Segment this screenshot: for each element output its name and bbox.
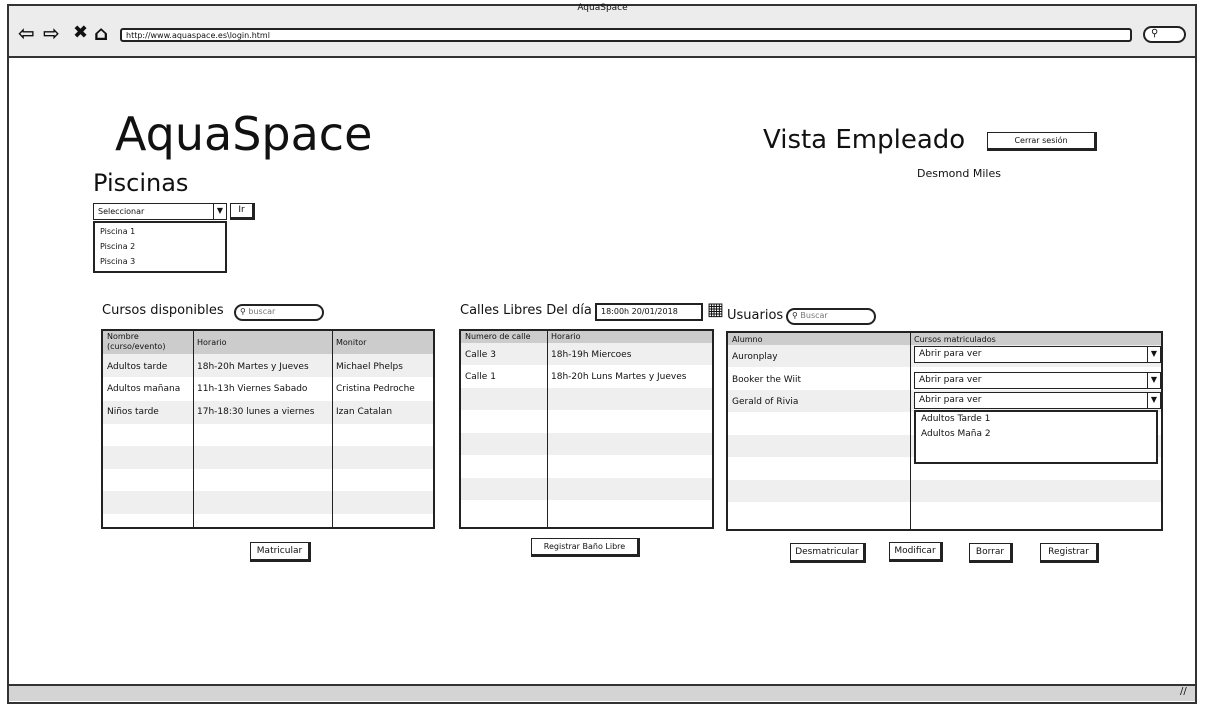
forward-icon[interactable]: ⇨ [43,21,60,45]
url-bar[interactable]: http://www.aquaspace.es\login.html [120,28,1132,42]
chevron-down-icon[interactable]: ▼ [1147,373,1160,388]
column-header[interactable]: Nombre (curso/evento) [107,332,166,351]
go-button[interactable]: Ir [230,203,255,220]
enrolled-courses-value: Abrir para ver [919,375,982,385]
table-cell[interactable]: Niños tarde [107,407,159,417]
back-icon[interactable]: ⇦ [18,21,35,45]
table-cell[interactable]: Calle 3 [465,350,496,360]
enrolled-courses-select[interactable]: Abrir para ver ▼ [914,346,1161,363]
browser-search-button[interactable]: ⚲ [1143,26,1186,43]
column-header[interactable]: Numero de calle [465,332,531,341]
logout-button[interactable]: Cerrar sesión [987,132,1097,151]
table-cell[interactable]: Adultos tarde [107,362,168,372]
column-header[interactable]: Horario [197,338,227,347]
pool-select-value: Seleccionar [98,207,145,216]
table-cell[interactable]: 18h-19h Miercoes [551,350,632,360]
table-cell[interactable]: 18h-20h Martes y Jueves [197,362,309,372]
register-button[interactable]: Registrar [1040,543,1099,563]
chevron-down-icon[interactable]: ▼ [213,204,226,219]
pool-options-list: Piscina 1 Piscina 2 Piscina 3 [93,221,227,273]
users-search-input[interactable]: ⚲ Buscar [786,308,876,325]
courses-table: Nombre (curso/evento) Horario Monitor Ad… [101,329,435,529]
home-icon[interactable]: ⌂ [94,21,109,45]
users-table: Alumno Cursos matriculados Auronplay Abr… [726,331,1163,531]
table-header [103,331,433,354]
table-cell[interactable]: Booker the Wiit [732,375,802,385]
courses-heading: Cursos disponibles [102,303,224,318]
column-header[interactable]: Monitor [336,338,367,347]
column-header[interactable]: Horario [551,332,581,341]
status-bar [9,684,1195,701]
chevron-down-icon[interactable]: ▼ [1147,347,1160,362]
column-header[interactable]: Cursos matriculados [914,335,996,344]
pool-option[interactable]: Piscina 2 [100,242,136,251]
table-cell[interactable]: Adultos mañana [107,384,181,394]
table-cell[interactable]: Michael Phelps [336,362,403,372]
chevron-down-icon[interactable]: ▼ [1147,393,1160,408]
delete-button[interactable]: Borrar [969,543,1013,563]
enrolled-courses-select[interactable]: Abrir para ver ▼ [914,372,1161,389]
resize-grip-icon[interactable]: // [1180,686,1187,697]
enroll-button[interactable]: Matricular [250,542,311,562]
table-cell[interactable]: 18h-20h Luns Martes y Jueves [551,372,687,382]
enrolled-courses-dropdown-list: Adultos Tarde 1 Adultos Maña 2 [914,410,1158,464]
search-icon: ⚲ [792,311,798,320]
pools-heading: Piscinas [93,169,189,197]
unenroll-button[interactable]: Desmatricular [790,543,866,563]
table-header [461,331,712,343]
user-name: Desmond Miles [917,167,1001,180]
dropdown-option[interactable]: Adultos Tarde 1 [921,414,991,424]
table-cell[interactable]: Auronplay [732,352,778,362]
table-cell[interactable]: 11h-13h Viernes Sabado [197,384,308,394]
table-cell[interactable]: Izan Catalan [336,407,393,417]
courses-search-placeholder: buscar [248,307,276,316]
pool-option[interactable]: Piscina 3 [100,257,136,266]
lanes-table: Numero de calle Horario Calle 3 18h-19h … [459,329,714,529]
stop-icon[interactable]: ✖ [73,22,89,43]
search-icon: ⚲ [1151,28,1159,39]
lanes-heading: Calles Libres Del día [460,303,592,318]
app-title: AquaSpace [115,107,373,161]
enrolled-courses-select[interactable]: Abrir para ver ▼ [914,392,1161,409]
users-heading: Usuarios [727,308,784,323]
dropdown-option[interactable]: Adultos Maña 2 [921,429,991,439]
table-cell[interactable]: Cristina Pedroche [336,384,415,394]
lanes-datetime-input[interactable]: 18:00h 20/01/2018 [595,303,703,321]
column-header[interactable]: Alumno [732,335,763,344]
enrolled-courses-value: Abrir para ver [919,349,982,359]
pool-option[interactable]: Piscina 1 [100,227,136,236]
courses-search-input[interactable]: ⚲ buscar [234,304,324,321]
register-free-swim-button[interactable]: Registrar Baño Libre [531,538,640,557]
table-cell[interactable]: Calle 1 [465,372,496,382]
table-cell[interactable]: Gerald of Rivia [732,397,799,407]
calendar-icon[interactable]: ▦ [707,299,725,320]
table-header [728,333,1161,345]
pool-select[interactable]: Seleccionar ▼ [93,203,227,220]
modify-button[interactable]: Modificar [889,542,943,562]
window-title: AquaSpace [577,3,628,13]
search-icon: ⚲ [240,307,246,316]
enrolled-courses-value: Abrir para ver [919,395,982,405]
users-search-placeholder: Buscar [800,311,828,320]
table-cell[interactable]: 17h-18:30 lunes a viernes [197,407,315,417]
view-title: Vista Empleado [763,125,966,155]
